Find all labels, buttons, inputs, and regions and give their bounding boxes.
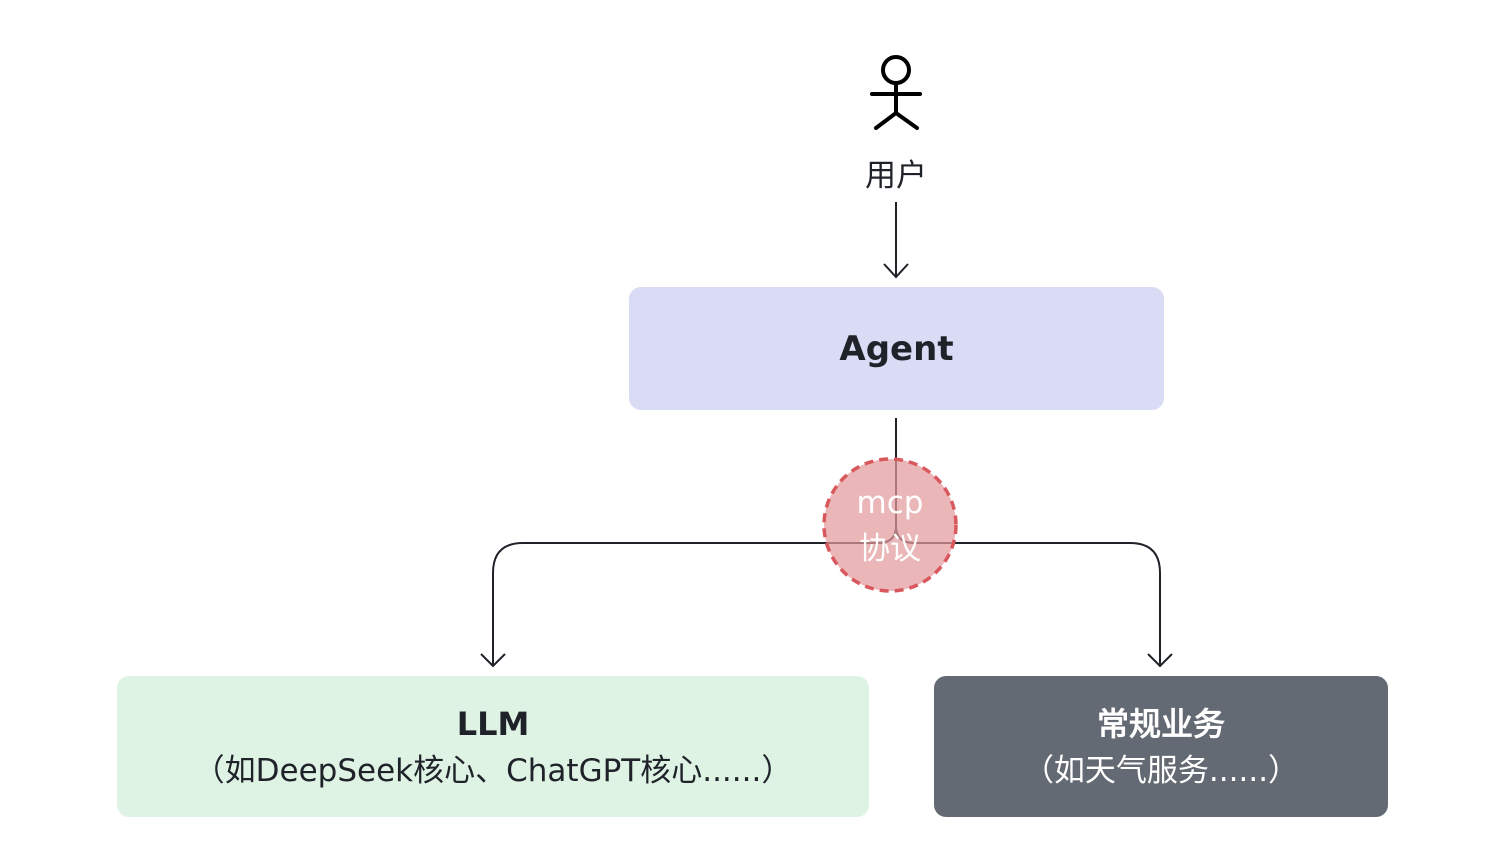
service-node: 常规业务 （如天气服务......） <box>934 676 1388 817</box>
mcp-protocol-label: mcp 协议 <box>823 480 957 572</box>
mcp-protocol-circle <box>822 457 958 593</box>
service-title: 常规业务 <box>1096 704 1225 743</box>
user-label: 用户 <box>865 158 927 194</box>
mcp-protocol-line2: 协议 <box>859 531 921 567</box>
llm-title: LLM <box>456 704 530 743</box>
llm-node: LLM （如DeepSeek核心、ChatGPT核心......） <box>117 676 869 817</box>
agent-label: Agent <box>839 328 954 369</box>
agent-node: Agent <box>629 287 1164 410</box>
llm-arrowhead <box>480 653 506 668</box>
service-subtitle: （如天气服务......） <box>1022 752 1300 789</box>
service-arrowhead <box>1147 653 1173 668</box>
mcp-protocol-line1: mcp <box>856 485 924 521</box>
person-icon <box>870 55 922 130</box>
llm-subtitle: （如DeepSeek核心、ChatGPT核心......） <box>193 752 793 789</box>
user-to-agent-arrow <box>883 202 909 279</box>
